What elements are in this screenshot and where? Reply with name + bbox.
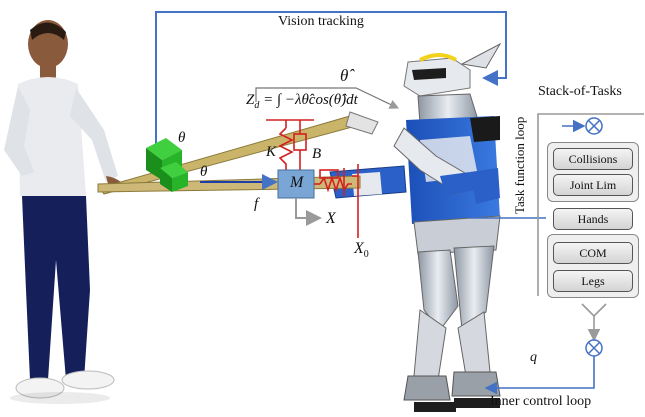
- stack-of-tasks-label: Stack-of-Tasks: [538, 84, 622, 99]
- joint-q-label: q: [530, 350, 537, 365]
- theta-hat-top-label: θ̂: [340, 66, 349, 85]
- desired-pose-arrow: [255, 87, 400, 109]
- stiffness-K-label: K: [266, 144, 277, 160]
- vision-tracking-line: [155, 11, 507, 150]
- vision-tracking-label: Vision tracking: [278, 14, 364, 29]
- mass-M-label: M: [290, 174, 304, 191]
- human-figure: [4, 20, 126, 404]
- robot-figure: [329, 42, 502, 412]
- x-output-arrow: [295, 198, 322, 226]
- force-f-label: f: [254, 196, 259, 212]
- task-box-legs: Legs: [553, 270, 633, 292]
- damping-B-label: B: [312, 146, 322, 162]
- green-cube-tracker: [146, 138, 188, 192]
- inner-control-loop-label: Inner control loop: [490, 394, 592, 409]
- theta-upper-label: θ: [178, 130, 186, 146]
- impedance-equation: Zd = ∫ −λθ̂cos(θ̂)dt: [246, 92, 358, 111]
- position-X-label: X: [326, 210, 336, 227]
- task-function-loop-label: Task function loop: [512, 116, 527, 214]
- spring-damper-KB: [266, 119, 314, 172]
- task-box-com: COM: [553, 242, 633, 264]
- task-function-frame: [537, 113, 644, 296]
- reference-X0-label: X0: [354, 240, 369, 261]
- task-box-joint-lim: Joint Lim: [553, 174, 633, 196]
- theta-lower-label: θ: [200, 164, 208, 180]
- inner-control-loop-line: [484, 356, 595, 395]
- task-box-collisions: Collisions: [553, 148, 633, 170]
- spring-damper-horizontal: [314, 168, 358, 196]
- task-box-hands: Hands: [553, 208, 633, 230]
